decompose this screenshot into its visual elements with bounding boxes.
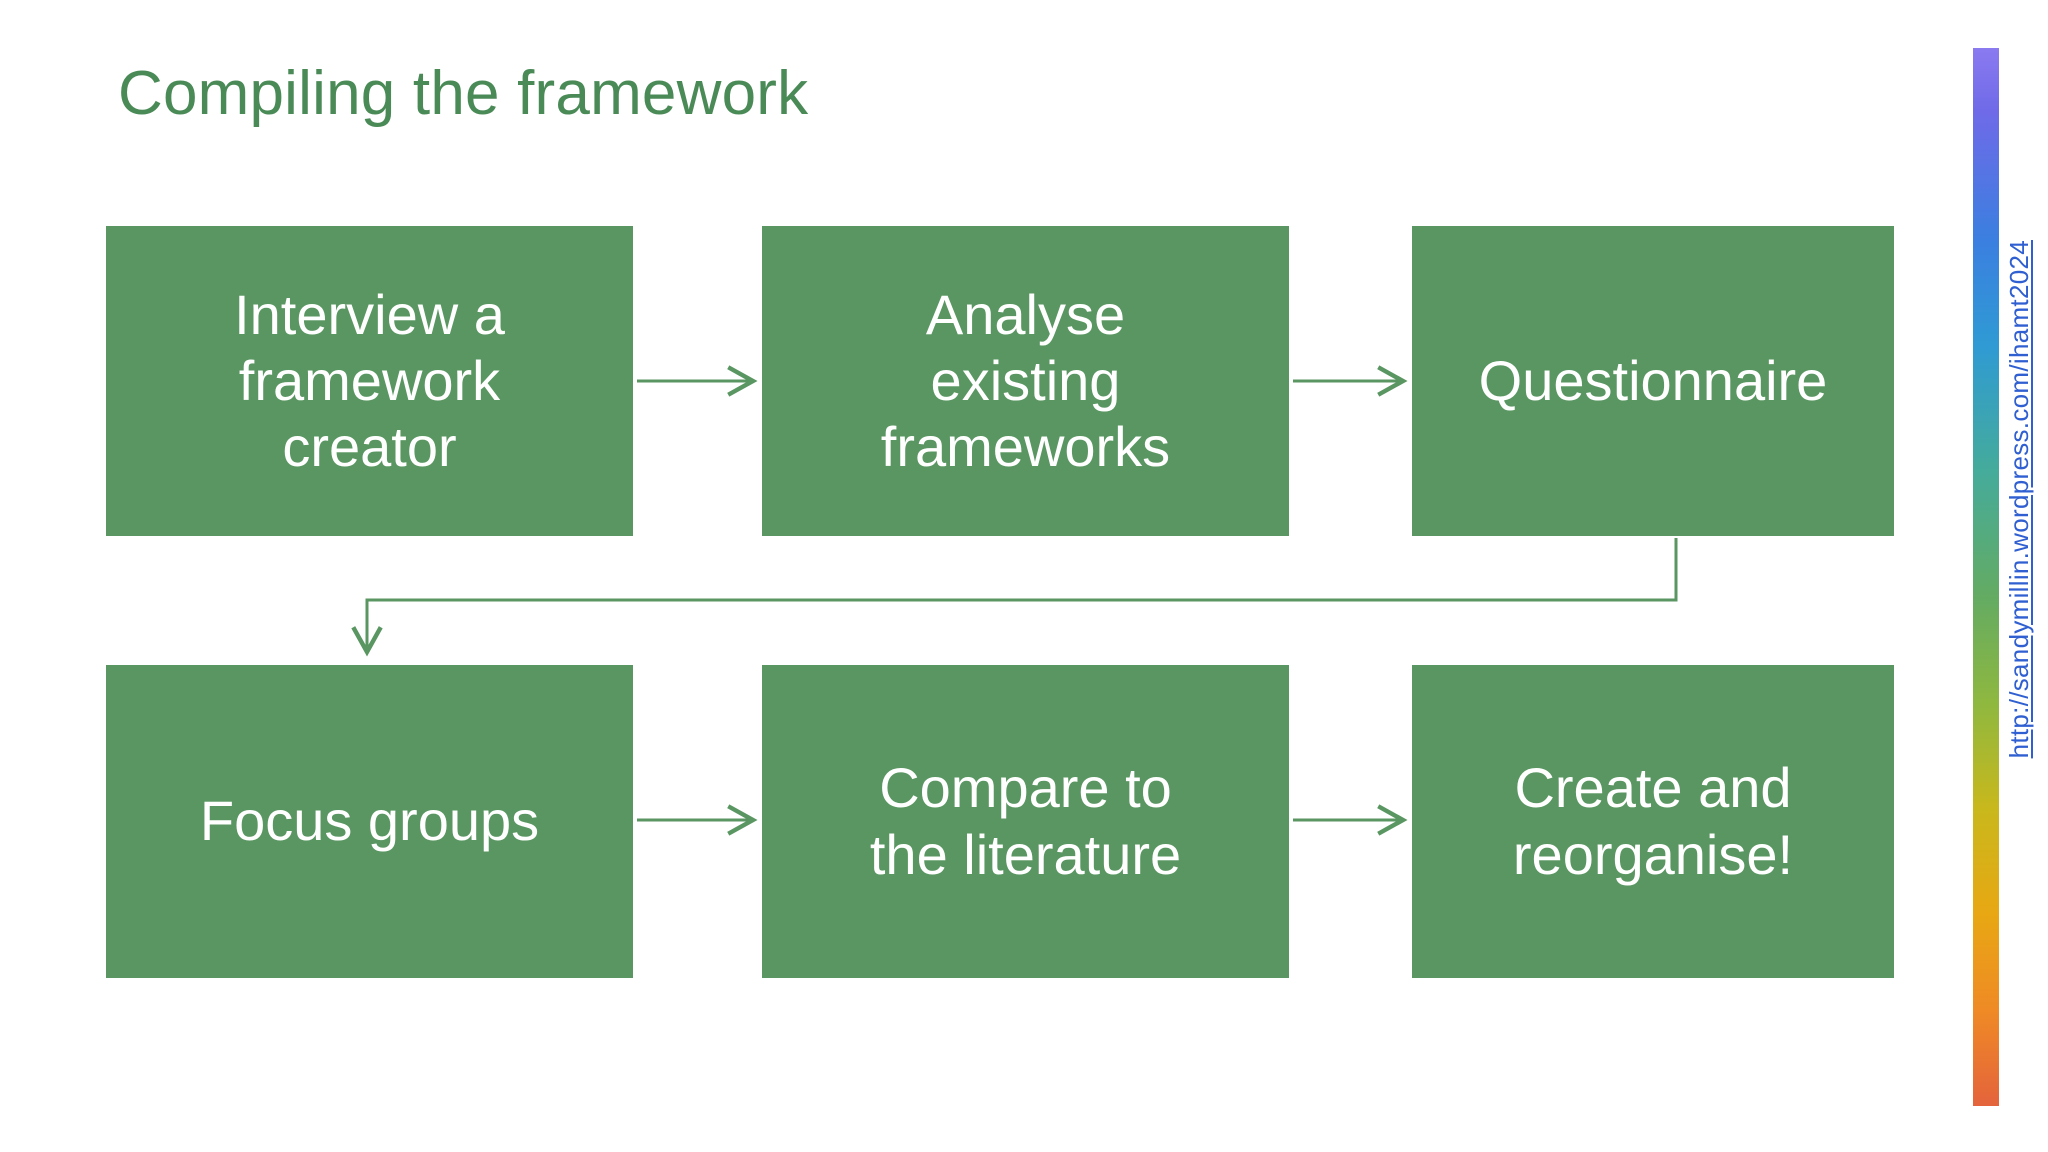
- flow-box-analyse-existing-frameworks[interactable]: Analyse existing frameworks: [762, 226, 1289, 536]
- flow-box-create-and-reorganise[interactable]: Create and reorganise!: [1412, 665, 1894, 978]
- source-url-link[interactable]: http://sandymillin.wordpress.com/ihamt20…: [2004, 240, 2034, 759]
- flow-box-focus-groups[interactable]: Focus groups: [106, 665, 633, 978]
- arrow-questionnaire-to-focus-groups: [351, 538, 1678, 657]
- flow-box-compare-to-the-literature[interactable]: Compare to the literature: [762, 665, 1289, 978]
- flow-box-interview-a-framework-creator[interactable]: Interview a framework creator: [106, 226, 633, 536]
- flow-box-questionnaire[interactable]: Questionnaire: [1412, 226, 1894, 536]
- page-title: Compiling the framework: [118, 59, 809, 128]
- gradient-bar-decoration: [1973, 48, 1999, 1106]
